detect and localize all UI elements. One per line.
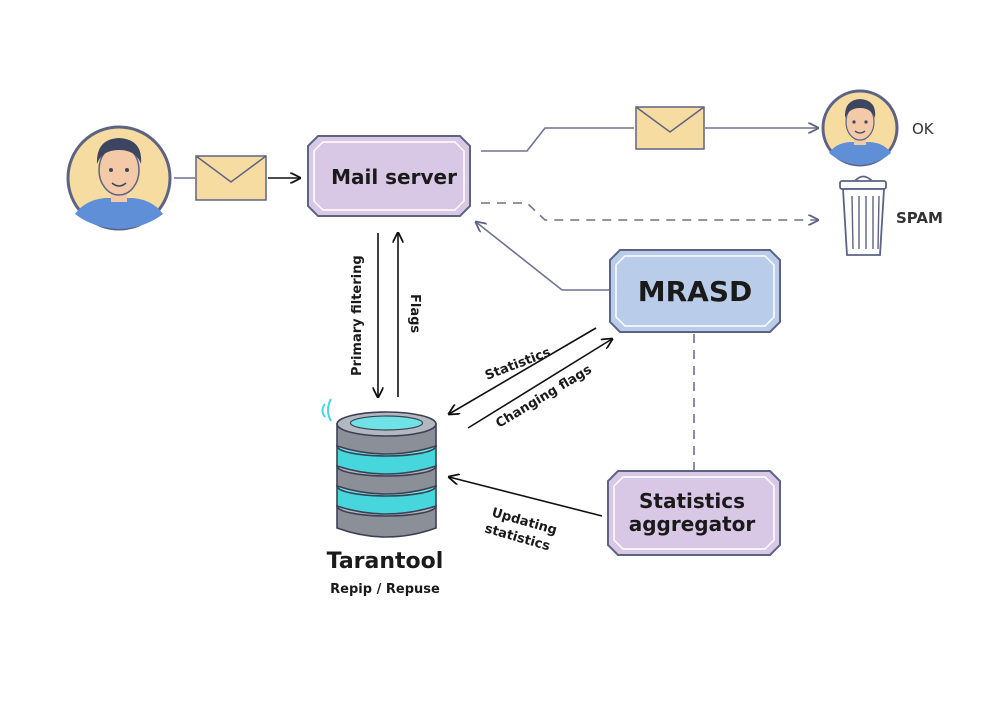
ok-label: OK	[912, 120, 935, 138]
trash-can-icon	[839, 175, 887, 256]
tarantool-title: Tarantool	[327, 549, 444, 574]
recipient-avatar	[821, 89, 899, 167]
envelope-icon	[635, 106, 705, 150]
statistics-aggregator-label-line1: Statistics	[639, 489, 745, 513]
mrasd-label: MRASD	[638, 275, 753, 308]
sender-avatar	[66, 125, 172, 231]
statistics-label: Statistics	[483, 345, 553, 384]
mail-server-node: Mail server	[307, 135, 471, 217]
primary-filtering-label: Primary filtering	[350, 255, 365, 376]
statistics-aggregator-node: Statistics aggregator	[607, 470, 781, 556]
mrasd-to-mail-server-arrow	[476, 222, 610, 291]
envelope-icon	[195, 155, 267, 201]
updating-statistics-arrow	[449, 477, 603, 517]
mail-server-label: Mail server	[331, 165, 457, 189]
flags-label: Flags	[407, 294, 422, 333]
tarantool-database-icon	[321, 398, 437, 538]
mail-server-to-spam-dashed-arrow	[481, 202, 818, 220]
spam-label: SPAM	[896, 209, 943, 227]
tarantool-subtitle: Repip / Repuse	[330, 582, 440, 597]
connectors	[174, 128, 818, 470]
mrasd-node: MRASD	[609, 249, 781, 333]
changing-flags-arrow	[467, 339, 612, 429]
statistics-aggregator-label-line2: aggregator	[629, 512, 756, 536]
statistics-arrow	[449, 327, 597, 414]
black-arrows	[378, 233, 612, 517]
mail-server-to-ok-line	[481, 127, 634, 152]
